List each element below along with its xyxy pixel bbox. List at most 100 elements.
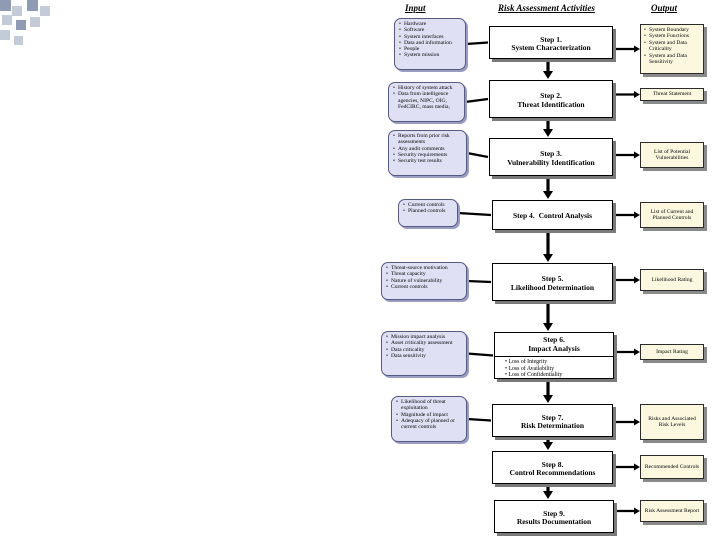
list-item: Software — [399, 27, 462, 34]
step-box-1: Step 1.System Characterization — [489, 26, 613, 59]
output-arrowhead — [634, 276, 640, 284]
step-number: Step 9. — [543, 508, 565, 518]
step-name: Results Documentation — [516, 517, 592, 526]
output-arrowhead — [634, 463, 640, 471]
output-box-step-3: List of Potential Vulnerabilities — [640, 142, 704, 168]
list-item: Data and information — [399, 40, 462, 47]
step-name: System Characterization — [511, 43, 591, 52]
step-number: Step 3. — [540, 149, 562, 158]
flow-arrowhead — [543, 129, 553, 137]
input-box-step-4: Current controlsPlanned controls — [398, 199, 458, 227]
list-item: System and Data Sensitivity — [644, 53, 700, 66]
step-name: Control Recommendations — [509, 468, 596, 477]
list-item: Loss of Availability — [505, 366, 613, 373]
output-box-step-4: List of Current and Planned Controls — [640, 202, 704, 228]
output-column-header: Output — [651, 3, 678, 13]
flow-arrowhead — [543, 254, 553, 262]
list-item: Magnitude of impact — [396, 412, 463, 419]
list-item: Threat-source motivation — [386, 265, 463, 272]
input-connector — [466, 279, 492, 284]
step-box-4: Step 4.Control Analysis — [492, 200, 613, 230]
input-connector — [465, 41, 489, 46]
step-box-3: Step 3.Vulnerability Identification — [489, 138, 613, 176]
list-item: Nature of vulnerability — [386, 278, 463, 285]
list-item: Loss of Integrity — [505, 359, 613, 366]
decorative-square — [14, 36, 23, 45]
output-box-step-9: Risk Assessment Report — [640, 500, 704, 522]
decorative-square — [40, 6, 50, 16]
flow-arrowhead — [543, 395, 553, 403]
output-box-step-5: Likelihood Rating — [640, 269, 704, 291]
activities-column-header: Risk Assessment Activities — [498, 3, 595, 13]
step-number: Step 7. — [541, 412, 564, 422]
list-item: System and Data Criticality — [644, 40, 700, 53]
step-title: Step 9.Results Documentation — [517, 507, 591, 527]
output-arrowhead — [634, 418, 640, 426]
input-box-step-7: Likelihood of threat exploitationMagnitu… — [391, 396, 467, 442]
list-item: Data from intelligence agencies, NIPC, O… — [393, 91, 461, 110]
list-item: Loss of Confidentiality — [505, 372, 613, 379]
step-number: Step 5. — [541, 274, 564, 283]
list-item: System interfaces — [399, 34, 462, 41]
output-box-step-6: Impact Rating — [640, 344, 704, 360]
list-item: History of system attack — [393, 85, 461, 92]
output-arrowhead — [634, 348, 640, 356]
input-box-step-2: History of system attackData from intell… — [388, 82, 465, 122]
list-item: Current controls — [403, 202, 454, 209]
list-item: Current controls — [386, 284, 463, 291]
step-box-2: Step 2.Threat Identification — [489, 80, 613, 118]
list-item: Asset criticality assessment — [386, 340, 463, 347]
step-title: Step 5.Likelihood Determination — [511, 272, 594, 292]
step-name: Threat Identification — [517, 99, 585, 109]
list-item: Reports from prior risk assessments — [393, 133, 463, 146]
step-title: Step 2.Threat Identification — [517, 89, 584, 109]
decorative-square — [27, 0, 38, 11]
step-box-7: Step 7.Risk Determination — [492, 404, 613, 437]
list-item: Adequacy of planned or current controls — [396, 418, 463, 431]
input-connector — [466, 151, 489, 159]
input-box-step-1: HardwareSoftwareSystem interfacesData an… — [394, 18, 466, 70]
input-connector — [466, 352, 494, 357]
step-title: Step 4.Control Analysis — [513, 209, 592, 221]
step-sub-list: Loss of IntegrityLoss of AvailabilityLos… — [495, 356, 613, 379]
output-arrowhead — [634, 91, 640, 98]
list-item: System Boundary — [644, 27, 700, 34]
flow-arrowhead — [543, 442, 553, 450]
output-arrowhead — [634, 151, 640, 159]
flow-arrowhead — [543, 71, 553, 79]
decorative-square — [2, 15, 12, 25]
step-title: Step 6.Impact Analysis — [528, 333, 579, 353]
list-item: Data criticality — [386, 347, 463, 354]
flow-arrowhead — [543, 491, 553, 499]
list-item: People — [399, 46, 462, 53]
list-item: System Functions — [644, 33, 700, 40]
output-arrowhead — [634, 211, 640, 219]
list-item: Data sensitivity — [386, 353, 463, 360]
input-column-header: Input — [405, 3, 426, 13]
step-title: Step 3.Vulnerability Identification — [507, 147, 594, 167]
list-item: Mission impact analysis — [386, 334, 463, 341]
list-item: Likelihood of threat exploitation — [396, 399, 463, 412]
list-item: Security requirements — [393, 152, 463, 159]
list-item: System mission — [399, 52, 462, 59]
output-box-step-2: Threat Statement — [640, 88, 704, 101]
decorative-square — [16, 20, 26, 30]
step-number: Step 6. — [543, 335, 565, 344]
input-box-step-3: Reports from prior risk assessmentsAny a… — [388, 130, 467, 176]
step-name: Control Analysis — [538, 211, 593, 221]
output-box-step-7: Risks and Associated Risk Levels — [640, 404, 704, 440]
step-title: Step 8.Control Recommendations — [510, 458, 596, 478]
input-connector — [464, 97, 489, 104]
input-box-step-5: Threat-source motivationThreat capacityN… — [381, 262, 467, 300]
decorative-square — [12, 6, 22, 16]
input-connector — [466, 417, 492, 422]
flow-arrowhead — [543, 323, 553, 331]
step-box-6: Step 6.Impact AnalysisLoss of IntegrityL… — [494, 332, 614, 379]
step-number: Step 2. — [540, 91, 562, 100]
step-name: Vulnerability Identification — [507, 157, 595, 167]
step-title: Step 1.System Characterization — [511, 33, 590, 53]
decorative-square — [0, 0, 11, 11]
step-box-8: Step 8.Control Recommendations — [492, 451, 613, 484]
list-item: Hardware — [399, 21, 462, 28]
